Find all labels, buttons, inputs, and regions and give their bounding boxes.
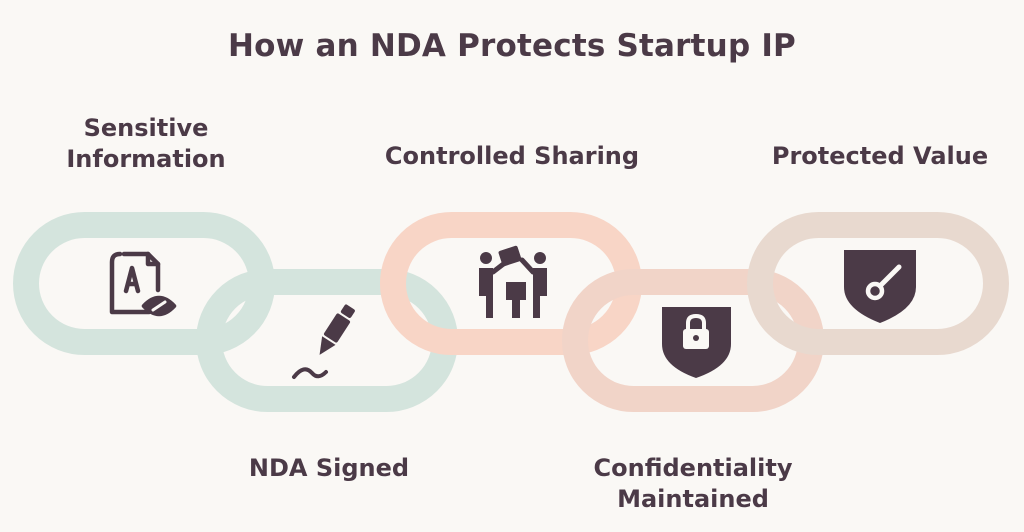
shield-key-icon: [844, 250, 916, 323]
diagram-title: How an NDA Protects Startup IP: [228, 28, 796, 64]
document-eye-icon: [109, 251, 177, 317]
step-label-protected-value: Protected Value: [771, 142, 989, 170]
step-label-nda-signed: NDA Signed: [248, 454, 410, 482]
step-label-controlled-sharing: Controlled Sharing: [384, 142, 640, 170]
pen-signature-icon: [292, 304, 355, 379]
people-sharing-icon: [479, 245, 547, 318]
shield-lock-icon: [662, 307, 731, 378]
step-label-confidentiality-maintained: Confidentiality Maintained: [593, 454, 793, 513]
chain-link-5: [747, 212, 1009, 355]
step-label-sensitive-information: Sensitive Information: [66, 114, 226, 173]
